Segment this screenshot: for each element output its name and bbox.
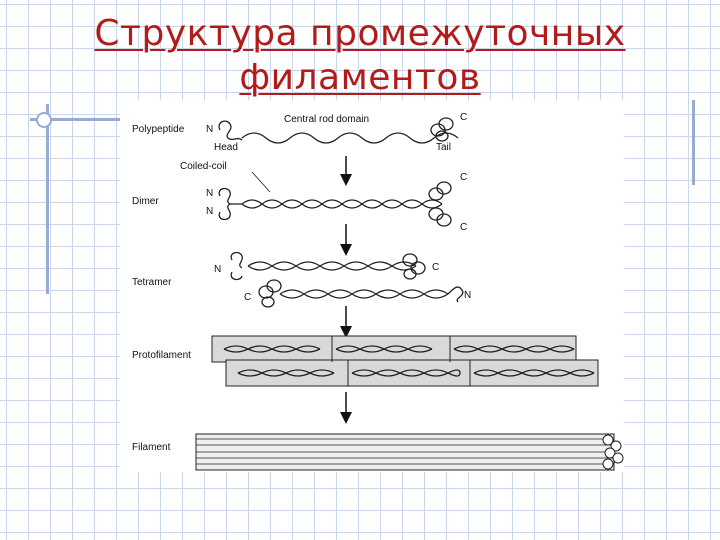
protofilament-illustration: [212, 336, 598, 386]
stage-label-filament: Filament: [132, 442, 171, 453]
dimer-illustration: Coiled-coil N N C C: [180, 161, 467, 233]
filament-assembly-diagram: Polypeptide Dimer Tetramer Protofilament…: [120, 100, 624, 472]
dimer-c-bottom: C: [460, 222, 467, 233]
stage-label-tetramer: Tetramer: [132, 277, 172, 288]
dimer-n-top: N: [206, 188, 213, 199]
coiled-coil-label: Coiled-coil: [180, 161, 227, 172]
decor-right-line: [692, 100, 695, 185]
filament-illustration: [196, 434, 623, 470]
tail-label: Tail: [436, 142, 451, 153]
stage-label-protofilament: Protofilament: [132, 350, 191, 361]
tetramer-c-right: C: [432, 262, 439, 273]
slide-title: Структура промежуточных филаментов: [40, 12, 680, 100]
tetramer-n-left: N: [214, 264, 221, 275]
n-terminal-label: N: [206, 124, 213, 135]
stage-label-polypeptide: Polypeptide: [132, 124, 185, 135]
slide-title-line-1: Структура промежуточных: [94, 12, 625, 56]
decor-circle: [36, 112, 52, 128]
decor-vertical-line: [46, 104, 49, 294]
dimer-c-top: C: [460, 172, 467, 183]
tetramer-illustration: N C C N: [214, 253, 471, 307]
head-label: Head: [214, 142, 238, 153]
polypeptide-illustration: Central rod domain N C Head Tail: [206, 112, 467, 153]
tetramer-n-right: N: [464, 290, 471, 301]
stage-label-dimer: Dimer: [132, 196, 159, 207]
c-terminal-label: C: [460, 112, 467, 123]
slide-title-line-2: филаментов: [239, 56, 480, 100]
tetramer-c-left: C: [244, 292, 251, 303]
central-rod-domain-label: Central rod domain: [284, 114, 369, 125]
dimer-n-bottom: N: [206, 206, 213, 217]
